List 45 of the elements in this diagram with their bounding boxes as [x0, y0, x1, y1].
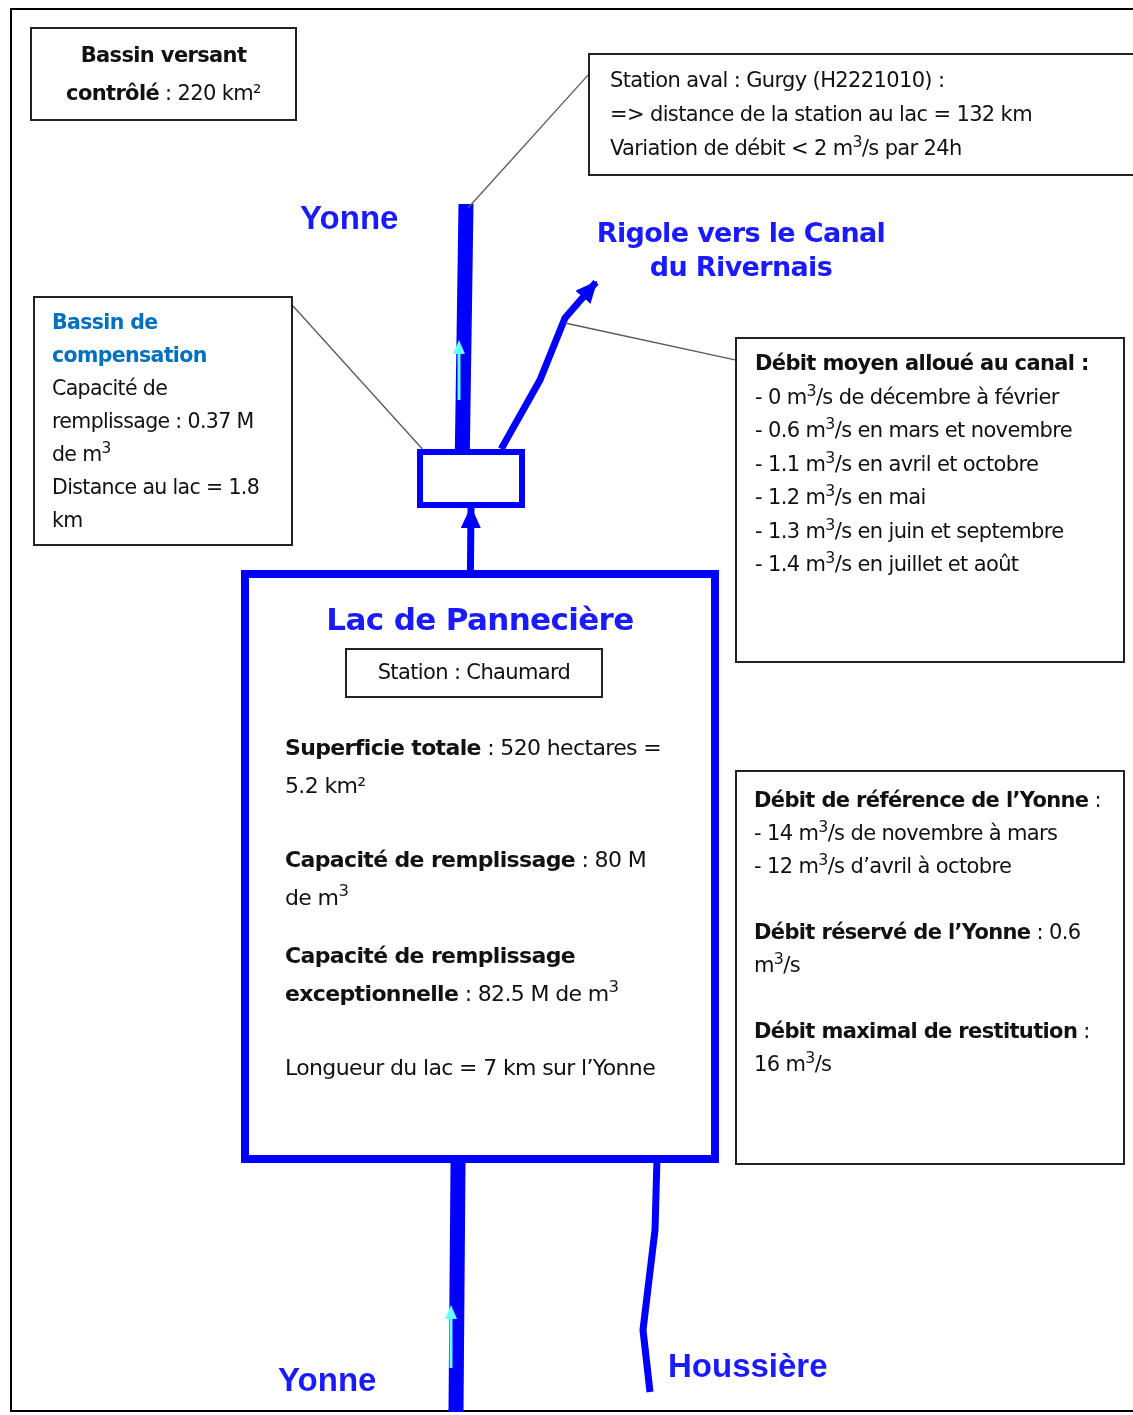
leader-line: [292, 305, 424, 450]
station-box: [345, 648, 603, 698]
heading: Bassin de compensation: [52, 309, 208, 369]
info-box: [735, 337, 1125, 663]
list-item: - 0 m$^{3}$/s de décembre à février: [755, 380, 1061, 411]
list-item: - 1.2 m$^{3}$/s en mai: [755, 481, 927, 511]
basin-rectangle: [417, 449, 525, 508]
leader-line: [564, 322, 736, 361]
note-text: Superficie totale : 520 hectares = 5.2 km²: [285, 733, 663, 800]
note-text: - 14 m$^{3}$/s de novembre à mars: [754, 817, 1059, 847]
note-text: Bassin versant contrôlé : 220 km²: [65, 42, 262, 107]
note-text: Station : Chaumard: [377, 659, 571, 687]
list-item: - 1.4 m$^{3}$/s en juillet et août: [755, 548, 1020, 578]
river-label: Yonne: [300, 198, 399, 238]
list-item: - 0.6 m$^{3}$/s en mars et novembre: [755, 414, 1073, 444]
lake-box: [241, 570, 719, 1163]
river-label: Houssière: [668, 1346, 828, 1386]
note-text: Distance au lac = 1.8 km: [52, 474, 261, 534]
note-text: Station aval : Gurgy (H2221010) :: [610, 67, 946, 94]
river-line: [454, 203, 474, 450]
note-text: Débit de référence de l’Yonne :: [754, 787, 1102, 814]
arrow: [498, 279, 599, 451]
info-box: [735, 770, 1125, 1165]
canal-label: Rigole vers le Canal du Rivernais: [596, 216, 886, 288]
note-text: - 12 m$^{3}$/s d’avril à octobre: [754, 850, 1013, 880]
leader-line: [467, 74, 589, 209]
note-text: Capacité de remplissage : 80 M de m$^{3}$: [285, 845, 647, 912]
note-text: Débit maximal de restitution : 16 m$^{3}$/s: [754, 1018, 1091, 1078]
note-text: Variation de débit < 2 m$^{3}$/s par 24h: [610, 131, 963, 162]
info-box: [30, 27, 297, 121]
lake-title: Lac de Pannecière: [325, 600, 635, 639]
info-box: [588, 53, 1133, 176]
arrow: [460, 506, 481, 571]
info-box: [33, 296, 293, 546]
note-text: Capacité de remplissage : 0.37 M de m$^{3}$: [52, 375, 255, 468]
river-line: [448, 1162, 466, 1413]
list-item: - 1.3 m$^{3}$/s en juin et septembre: [755, 514, 1065, 545]
river-line: [639, 1162, 661, 1393]
river-label: Yonne: [278, 1360, 377, 1400]
note-text: Débit réservé de l’Yonne : 0.6 m$^{3}$/s: [754, 919, 1082, 979]
heading: Débit moyen alloué au canal :: [755, 350, 1090, 377]
note-text: => distance de la station au lac = 132 km: [610, 101, 1033, 128]
note-text: Capacité de remplissage exceptionnelle : 82.5 M de m$^{3}$: [285, 941, 620, 1008]
note-text: Longueur du lac = 7 km sur l’Yonne: [285, 1053, 657, 1082]
list-item: - 1.1 m$^{3}$/s en avril et octobre: [755, 447, 1040, 478]
